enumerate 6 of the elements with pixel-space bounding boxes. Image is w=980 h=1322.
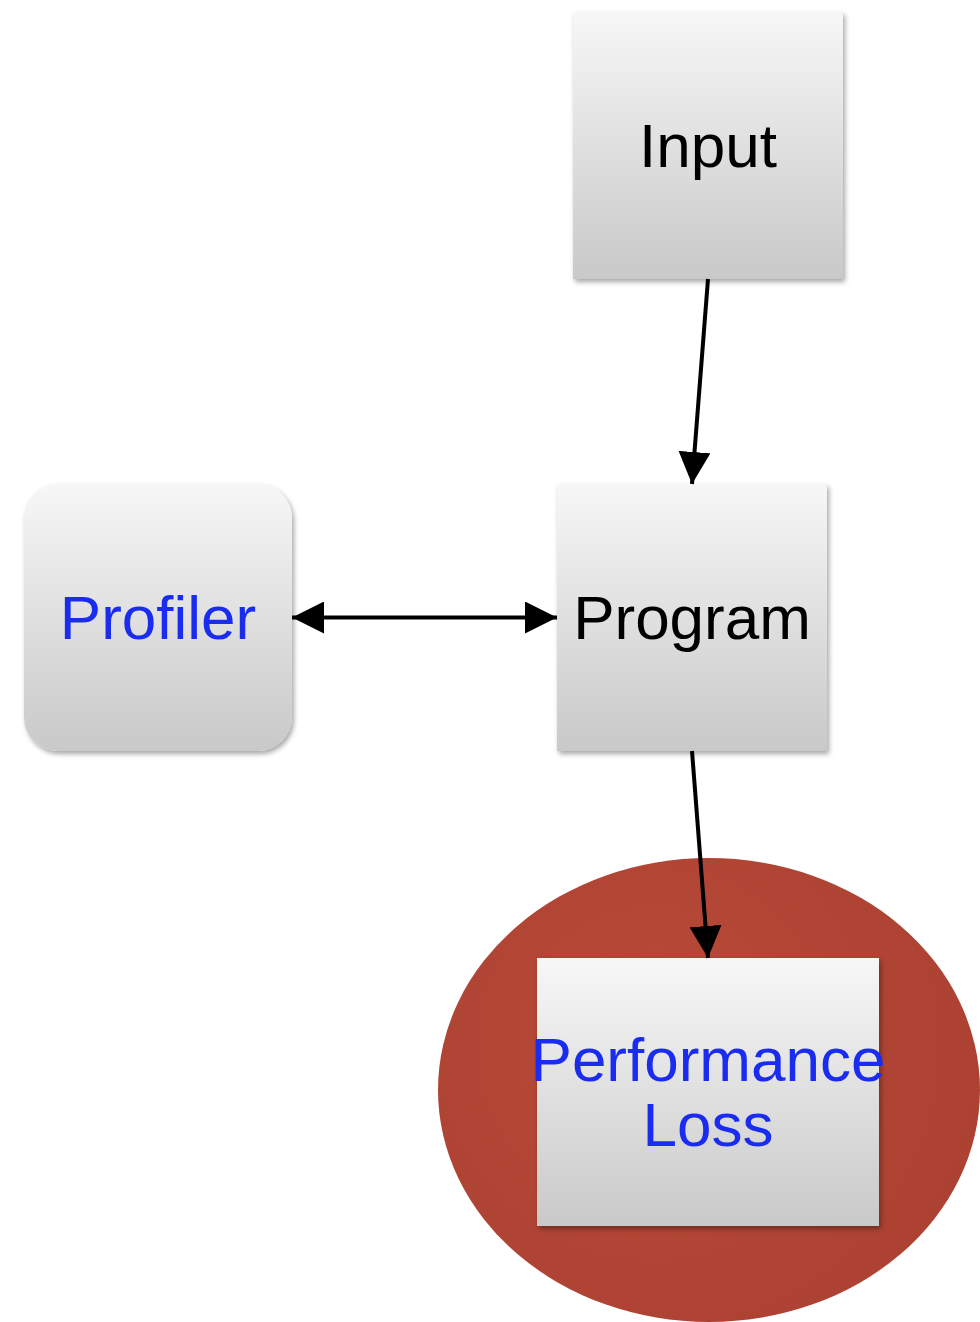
arrow xyxy=(678,278,711,485)
process-box: Profiler xyxy=(24,484,292,751)
arrow xyxy=(689,750,722,959)
process-box: Program xyxy=(557,484,827,751)
arrow xyxy=(292,601,557,634)
process-box: Input xyxy=(573,12,843,279)
